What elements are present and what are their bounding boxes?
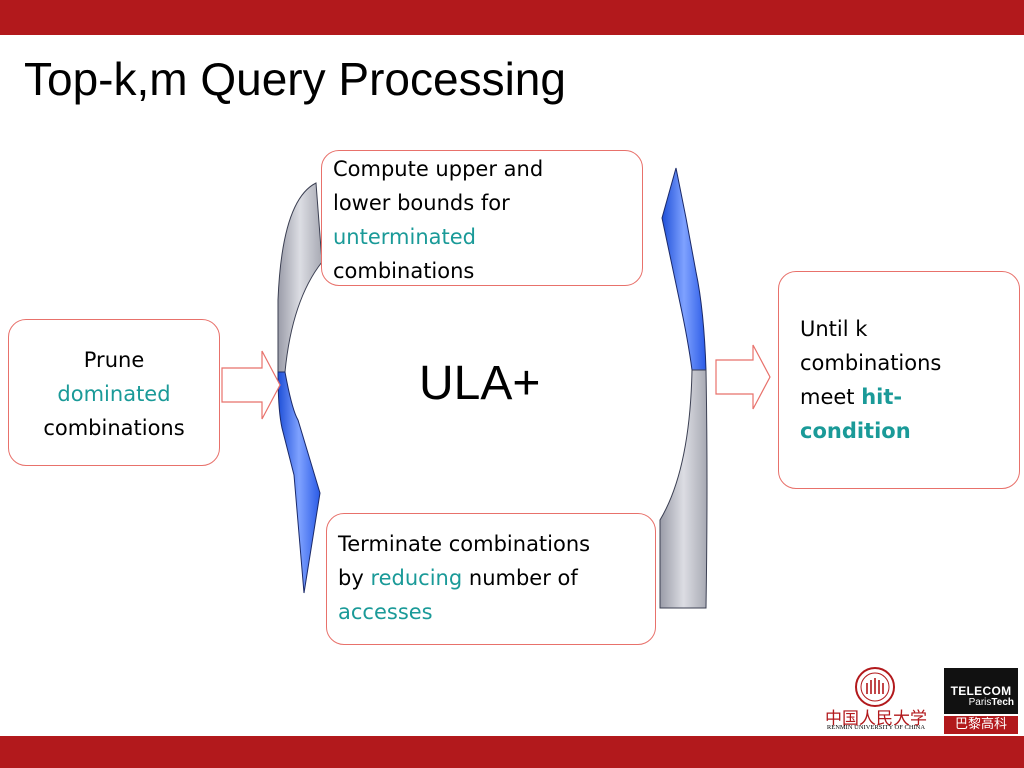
left-block-arrow bbox=[221, 350, 281, 420]
terminate-pre: by bbox=[338, 566, 371, 590]
left-cycle-arrow-upper bbox=[277, 182, 323, 373]
telecom-paristech-logo: TELECOM ParisTech 巴黎高科 bbox=[944, 668, 1018, 734]
prune-line-3: combinations bbox=[43, 416, 185, 440]
terminate-line-2: by reducing number of bbox=[338, 561, 647, 595]
until-line-1: Until k bbox=[800, 317, 868, 341]
right-cycle-arrow-lower bbox=[659, 369, 708, 609]
left-cycle-arrow-lower bbox=[277, 371, 321, 594]
tech-word: Tech bbox=[991, 697, 1014, 708]
right-cycle-arrow-upper bbox=[661, 167, 707, 371]
telecom-word: TELECOM bbox=[950, 684, 1012, 698]
until-highlight-hit: hit- bbox=[861, 385, 903, 409]
terminate-box: Terminate combinations by reducing numbe… bbox=[326, 513, 656, 645]
compute-line-2: lower bounds for bbox=[333, 191, 510, 215]
renmin-seal-icon bbox=[855, 667, 895, 707]
until-pre: meet bbox=[800, 385, 862, 409]
terminate-line-1: Terminate combinations bbox=[338, 532, 591, 556]
compute-highlight: unterminated bbox=[333, 225, 476, 249]
renmin-university-logo: 中国人民大学 RENMIN UNIVERSITY OF CHINA bbox=[812, 666, 940, 734]
until-box: Until k combinations meet hit- condition bbox=[778, 271, 1020, 489]
top-banner bbox=[0, 0, 1024, 35]
renmin-english-name: RENMIN UNIVERSITY OF CHINA bbox=[826, 724, 926, 731]
paristech-word: ParisTech bbox=[944, 697, 1014, 708]
terminate-highlight-accesses: accesses bbox=[338, 600, 433, 624]
bottom-banner bbox=[0, 736, 1024, 768]
slide-title: Top-k,m Query Processing bbox=[24, 53, 566, 105]
compute-line-1: Compute upper and bbox=[333, 157, 544, 181]
telecom-chinese-name: 巴黎高科 bbox=[944, 716, 1018, 734]
right-block-arrow bbox=[715, 344, 771, 410]
until-highlight-condition: condition bbox=[800, 419, 911, 443]
terminate-post: number of bbox=[462, 566, 578, 590]
renmin-chinese-name: 中国人民大学 bbox=[825, 709, 927, 729]
until-line-3: meet hit- bbox=[800, 380, 1011, 414]
prune-highlight: dominated bbox=[57, 382, 171, 406]
compute-bounds-box: Compute upper and lower bounds for unter… bbox=[321, 150, 643, 286]
prune-box: Prune dominated combinations bbox=[8, 319, 220, 466]
prune-line-1: Prune bbox=[83, 348, 145, 372]
paris-word: Paris bbox=[968, 697, 992, 708]
until-line-2: combinations bbox=[800, 351, 942, 375]
telecom-block: TELECOM ParisTech bbox=[944, 668, 1018, 714]
terminate-highlight-reducing: reducing bbox=[370, 566, 463, 590]
center-label: ULA+ bbox=[419, 357, 541, 410]
compute-line-4: combinations bbox=[333, 259, 475, 283]
